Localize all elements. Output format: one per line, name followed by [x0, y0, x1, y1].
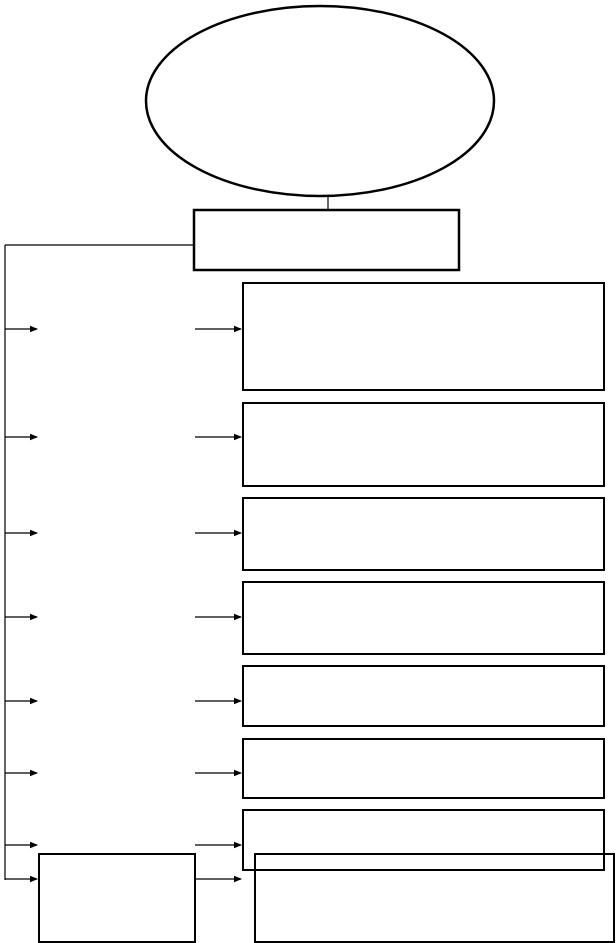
root-ellipse: [144, 4, 496, 198]
branch-box-5: [242, 665, 605, 727]
hub-box: [192, 208, 461, 272]
branch-box-3: [242, 497, 605, 571]
branch-box-4: [242, 581, 605, 655]
branch-box-6: [242, 738, 605, 799]
branch-box-7: [242, 809, 605, 871]
branch-label-box-8: [38, 853, 196, 943]
branch-box-1: [242, 282, 605, 391]
branch-box-8: [254, 853, 615, 943]
branch-box-2: [242, 402, 605, 487]
